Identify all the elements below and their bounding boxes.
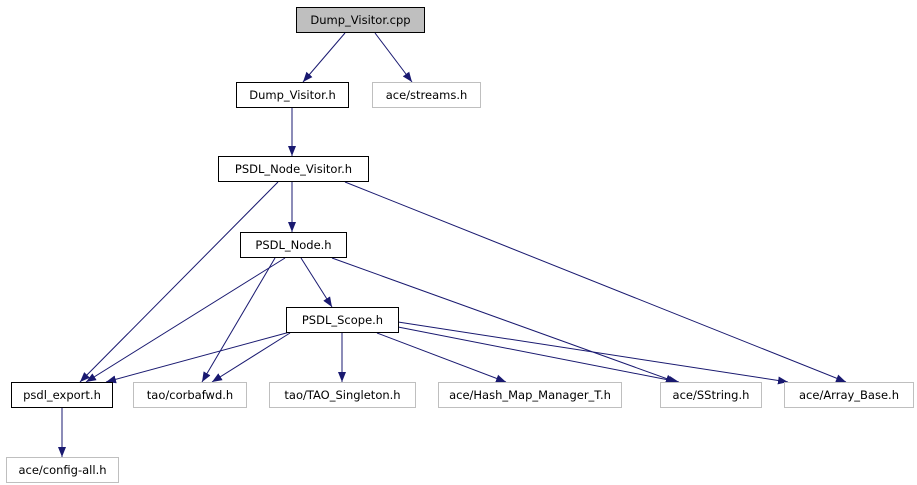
node-ace_sstring_h[interactable]: ace/SString.h [660,382,762,408]
node-label-ace_streams_h: ace/streams.h [386,88,468,102]
edge-psdl_scope_h-to-ace_sstring_h [397,326,680,385]
node-ace_streams_h[interactable]: ace/streams.h [372,82,481,108]
node-box-dump_visitor_cpp [296,7,425,33]
node-box-ace_sstring_h [660,382,762,408]
node-dump_visitor_cpp[interactable]: Dump_Visitor.cpp [296,7,425,33]
edge-psdl_scope_h-to-ace_hash_map_h [376,332,507,383]
edge-psdl_node_h-to-ace_sstring_h [331,257,677,383]
node-tao_singleton_h[interactable]: tao/TAO_Singleton.h [269,382,416,408]
edge-dump_visitor_cpp-to-dump_visitor_h [302,32,346,83]
edge-psdl_node_h-to-psdl_export_h [85,257,286,383]
edge-psdl_node_h-to-tao_corbafwd_h [201,257,276,383]
node-box-ace_array_base_h [784,382,914,408]
node-tao_corbafwd_h[interactable]: tao/corbafwd.h [133,382,247,408]
node-label-ace_array_base_h: ace/Array_Base.h [799,388,899,402]
node-label-tao_corbafwd_h: tao/corbafwd.h [147,388,233,402]
node-label-ace_hash_map_h: ace/Hash_Map_Manager_T.h [449,388,611,402]
node-box-psdl_scope_h [286,307,399,333]
edge-psdl_node_h-to-psdl_scope_h [300,257,333,308]
node-label-ace_sstring_h: ace/SString.h [673,388,750,402]
node-psdl_node_h[interactable]: PSDL_Node.h [240,232,347,258]
edge-psdl_node_visitor_h-to-psdl_export_h [79,181,279,383]
node-ace_hash_map_h[interactable]: ace/Hash_Map_Manager_T.h [438,382,622,408]
edge-psdl_scope_h-to-ace_array_base_h [397,321,789,385]
node-dump_visitor_h[interactable]: Dump_Visitor.h [236,82,349,108]
edge-psdl_scope_h-to-tao_corbafwd_h [211,332,291,383]
node-ace_array_base_h[interactable]: ace/Array_Base.h [784,382,914,408]
node-box-tao_singleton_h [269,382,416,408]
node-psdl_scope_h[interactable]: PSDL_Scope.h [286,307,399,333]
node-box-psdl_node_h [240,232,347,258]
node-label-dump_visitor_h: Dump_Visitor.h [249,88,336,102]
node-box-ace_hash_map_h [438,382,622,408]
node-box-psdl_export_h [11,382,113,408]
node-label-psdl_scope_h: PSDL_Scope.h [302,313,383,327]
edge-psdl_scope_h-to-psdl_export_h [105,331,291,384]
node-label-psdl_node_visitor_h: PSDL_Node_Visitor.h [235,162,352,176]
node-label-ace_config_all_h: ace/config-all.h [18,463,106,477]
node-psdl_node_visitor_h[interactable]: PSDL_Node_Visitor.h [218,156,369,182]
node-label-dump_visitor_cpp: Dump_Visitor.cpp [310,13,410,27]
node-label-tao_singleton_h: tao/TAO_Singleton.h [284,388,400,402]
node-box-tao_corbafwd_h [133,382,247,408]
edge-dump_visitor_cpp-to-ace_streams_h [374,32,413,83]
node-ace_config_all_h[interactable]: ace/config-all.h [6,457,119,483]
node-psdl_export_h[interactable]: psdl_export.h [11,382,113,408]
node-label-psdl_node_h: PSDL_Node.h [255,238,331,252]
edges [58,32,847,457]
node-box-ace_streams_h [372,82,481,108]
node-box-ace_config_all_h [6,457,119,483]
node-box-dump_visitor_h [236,82,349,108]
node-label-psdl_export_h: psdl_export.h [23,388,101,402]
edge-psdl_node_visitor_h-to-ace_array_base_h [344,181,847,383]
node-box-psdl_node_visitor_h [218,156,369,182]
